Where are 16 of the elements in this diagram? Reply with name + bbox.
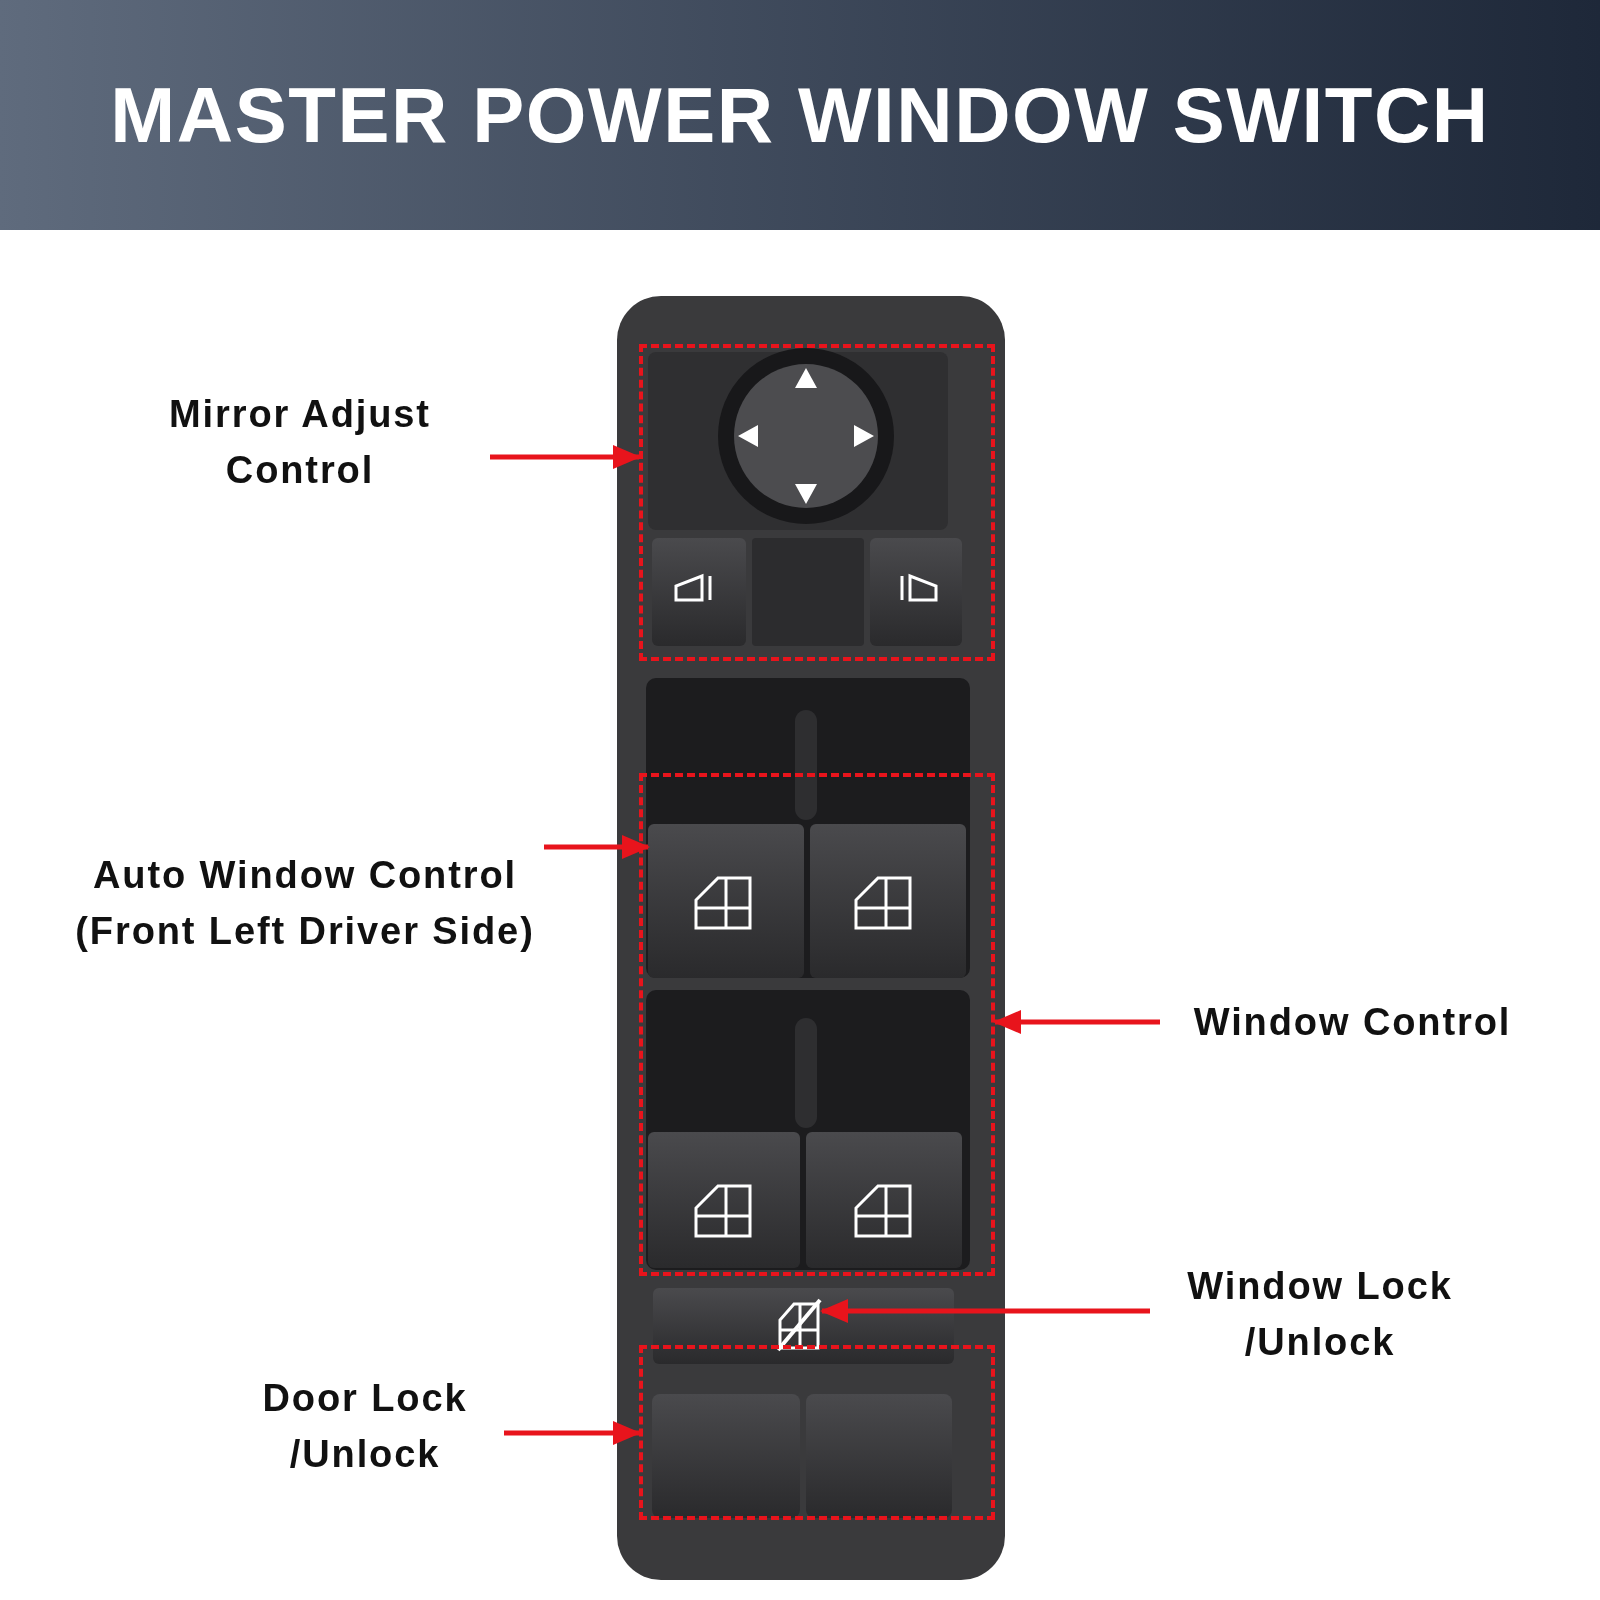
- leader-arrow: [993, 1010, 1160, 1034]
- leader-arrow: [504, 1421, 641, 1445]
- leader-arrow: [544, 835, 650, 859]
- callout-label: Door Lock /Unlock: [261, 1376, 469, 1477]
- callout-label: Window Control: [1193, 1000, 1512, 1045]
- callout-label: Mirror Adjust Control: [168, 392, 432, 493]
- leader-arrow: [490, 445, 641, 469]
- callout-label: Window Lock /Unlock: [1186, 1264, 1454, 1365]
- highlight-box: [639, 344, 995, 661]
- window-lock-icon: [776, 1298, 822, 1352]
- callout-label: Auto Window Control (Front Left Driver Side): [74, 853, 536, 954]
- highlight-box: [639, 773, 995, 1276]
- leader-arrow: [820, 1299, 1150, 1323]
- window-switch-button: [648, 824, 804, 978]
- highlight-box: [639, 1345, 995, 1520]
- title: MASTER POWER WINDOW SWITCH: [110, 69, 1490, 161]
